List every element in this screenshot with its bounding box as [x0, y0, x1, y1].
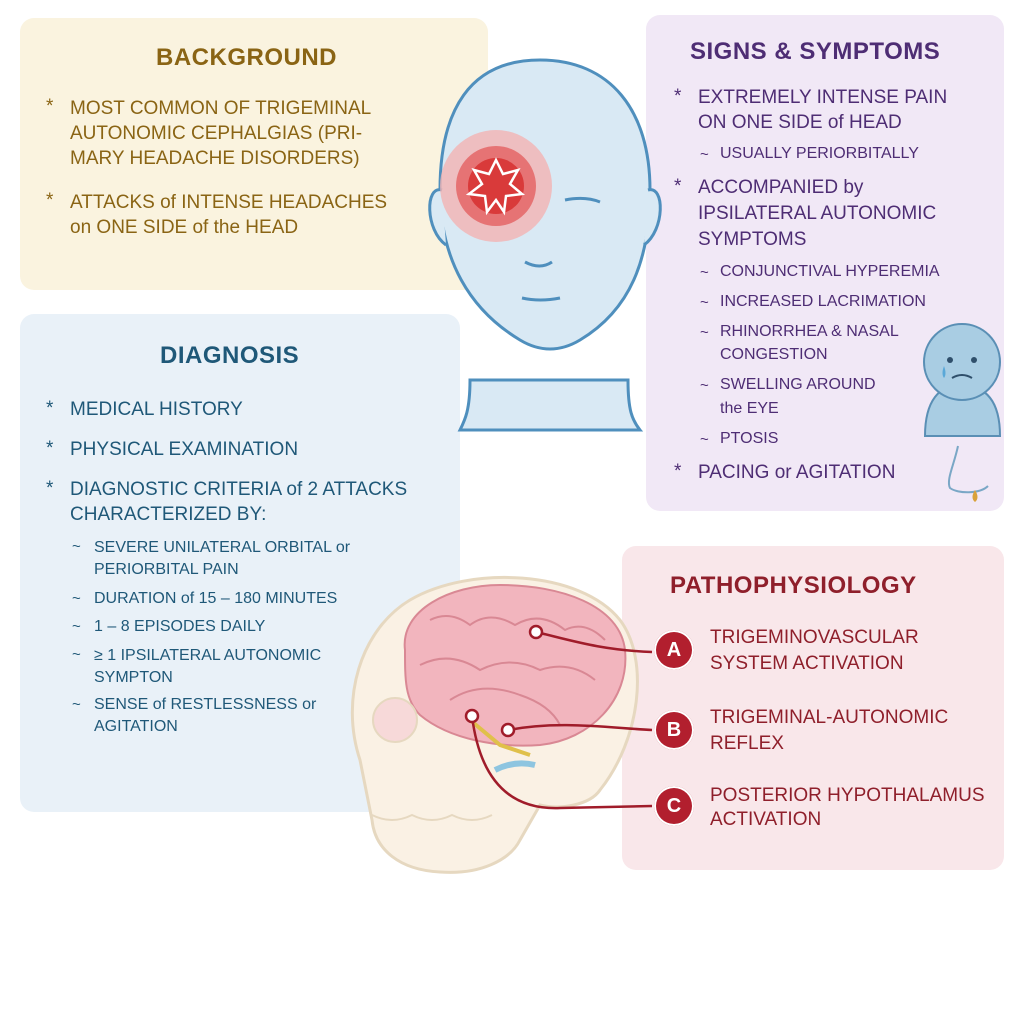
- bullet-marker: *: [46, 478, 54, 499]
- diagnosis-sub-4-line-2: SYMPTON: [94, 669, 173, 686]
- signs-sub-swelling-line-2: the EYE: [720, 400, 779, 417]
- sub-bullet-marker: ~: [72, 646, 81, 663]
- pathophysiology-b-line-1: TRIGEMINAL-AUTONOMIC: [710, 707, 949, 728]
- background-title: BACKGROUND: [156, 44, 337, 71]
- signs-item-3: PACING or AGITATION: [698, 462, 896, 483]
- diagnosis-sub-1-line-1: SEVERE UNILATERAL ORBITAL or: [94, 539, 351, 556]
- background-item-2-line-1: ATTACKS of INTENSE HEADACHES: [70, 192, 388, 213]
- signs-sub-rhinorrhea-line-2: CONGESTION: [720, 346, 828, 363]
- nasal-drip-icon: [948, 445, 989, 502]
- marker-b: B: [654, 710, 694, 750]
- sub-bullet-marker: ~: [700, 431, 709, 448]
- bullet-marker: *: [46, 438, 54, 459]
- diagnosis-sub-5-line-1: SENSE of RESTLESSNESS or: [94, 696, 317, 713]
- head-with-pain-icon: [428, 58, 662, 432]
- diagnosis-sub-2: DURATION of 15 – 180 MINUTES: [94, 590, 338, 607]
- signs-sub-swelling-line-1: SWELLING AROUND: [720, 376, 876, 393]
- background-item-2-line-2: on ONE SIDE of the HEAD: [70, 217, 299, 238]
- sub-bullet-marker: ~: [72, 590, 81, 607]
- bullet-marker: *: [46, 190, 54, 211]
- pain-star-icon: [465, 157, 526, 216]
- diagnosis-sub-3: 1 – 8 EPISODES DAILY: [94, 618, 266, 635]
- background-item-1-line-3: MARY HEADACHE DISORDERS): [70, 148, 360, 169]
- bullet-marker: *: [674, 176, 682, 197]
- pathophysiology-connectors: [470, 630, 653, 810]
- signs-sub-rhinorrhea-line-1: RHINORRHEA & NASAL: [720, 323, 899, 340]
- bullet-marker: *: [46, 96, 54, 117]
- diagnosis-sub-1-line-2: PERIORBITAL PAIN: [94, 561, 239, 578]
- diagnosis-criteria-line-1: DIAGNOSTIC CRITERIA of 2 ATTACKS: [70, 479, 408, 500]
- background-item-1-line-1: MOST COMMON of TRIGEMINAL: [70, 98, 372, 119]
- bullet-marker: *: [674, 461, 682, 482]
- pathophysiology-title: PATHOPHYSIOLOGY: [670, 572, 917, 599]
- diagnosis-sub-5-line-2: AGITATION: [94, 718, 178, 735]
- diagnosis-title: DIAGNOSIS: [160, 342, 300, 369]
- sub-bullet-marker: ~: [700, 294, 709, 311]
- signs-sub-lacrimation: INCREASED LACRIMATION: [720, 293, 926, 310]
- sub-bullet-marker: ~: [72, 538, 81, 555]
- skull-brain-icon: [350, 575, 639, 874]
- bullet-marker: *: [674, 86, 682, 107]
- background-item-1-line-2: AUTONOMIC CEPHALGIAS (PRI-: [70, 123, 363, 144]
- diagnosis-sub-4-line-1: ≥ 1 IPSILATERAL AUTONOMIC: [94, 647, 322, 664]
- sub-bullet-marker: ~: [700, 146, 709, 163]
- sub-bullet-marker: ~: [72, 696, 81, 713]
- marker-a: A: [654, 630, 694, 670]
- signs-item-1-line-1: EXTREMELY INTENSE PAIN: [698, 87, 948, 108]
- diagnosis-item-physical-exam: PHYSICAL EXAMINATION: [70, 439, 299, 460]
- signs-title: SIGNS & SYMPTOMS: [690, 38, 941, 65]
- pathophysiology-a-line-1: TRIGEMINOVASCULAR: [710, 627, 919, 648]
- signs-item-1-line-2: ON ONE SIDE of HEAD: [698, 112, 902, 133]
- sub-bullet-marker: ~: [700, 264, 709, 281]
- pathophysiology-c-line-2: ACTIVATION: [710, 809, 822, 830]
- signs-item-1-sub: USUALLY PERIORBITALLY: [720, 145, 919, 162]
- diagnosis-criteria-line-2: CHARACTERIZED BY:: [70, 504, 267, 525]
- sub-bullet-marker: ~: [72, 618, 81, 635]
- background-panel: [20, 18, 488, 290]
- signs-item-2-line-3: SYMPTOMS: [698, 229, 807, 250]
- signs-sub-conjunctival: CONJUNCTIVAL HYPEREMIA: [720, 263, 940, 280]
- pathophysiology-a-line-2: SYSTEM ACTIVATION: [710, 653, 904, 674]
- pathophysiology-b-line-2: REFLEX: [710, 733, 784, 754]
- pathophysiology-c-line-1: POSTERIOR HYPOTHALAMUS: [710, 785, 985, 806]
- diagnosis-item-medical-history: MEDICAL HISTORY: [70, 399, 243, 420]
- sub-bullet-marker: ~: [700, 377, 709, 394]
- crying-face-icon: [923, 323, 1002, 437]
- bullet-marker: *: [46, 398, 54, 419]
- marker-c: C: [654, 786, 694, 826]
- sub-bullet-marker: ~: [700, 324, 709, 341]
- signs-item-2-line-1: ACCOMPANIED by: [698, 177, 864, 198]
- signs-item-2-line-2: IPSILATERAL AUTONOMIC: [698, 203, 937, 224]
- signs-sub-ptosis: PTOSIS: [720, 430, 779, 447]
